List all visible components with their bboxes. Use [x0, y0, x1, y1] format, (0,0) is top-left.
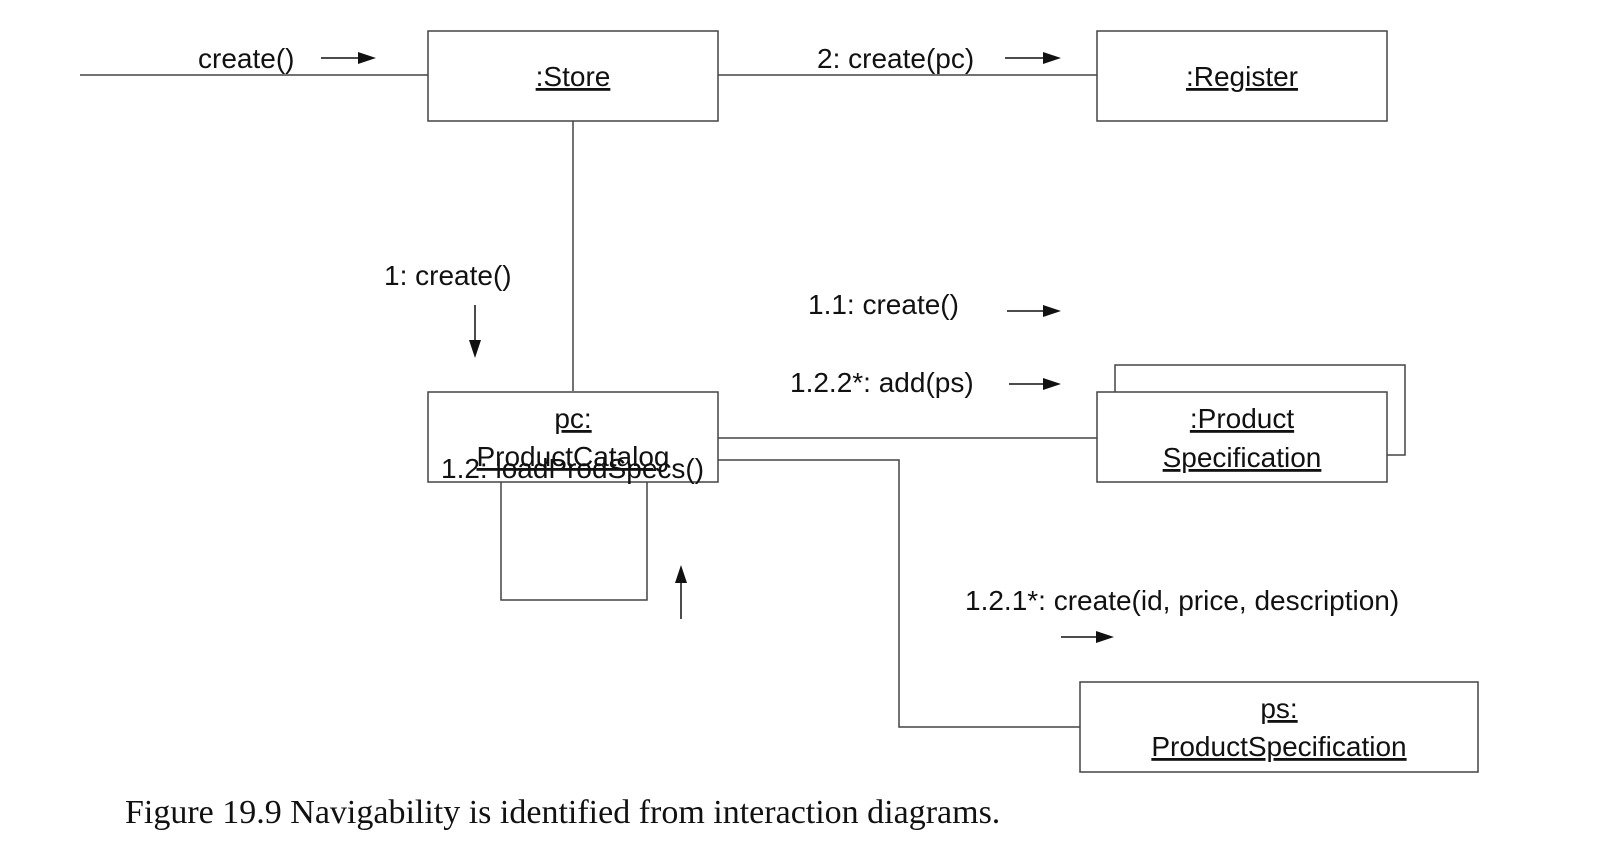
arrow-create-register	[1005, 52, 1061, 64]
self-link-loop	[500, 482, 648, 601]
arrow-add-ps	[1009, 378, 1061, 390]
message-create-entry: create()	[198, 43, 294, 74]
ps-object-label-line1: ps:	[1260, 693, 1297, 724]
message-create-catalog: 1: create()	[384, 260, 512, 291]
spec-collection-label-line1: :Product	[1190, 403, 1294, 434]
catalog-object-label-line1: pc:	[554, 403, 591, 434]
catalog-object-label-line2: ProductCatalog	[476, 441, 669, 472]
arrow-create-ps	[1061, 631, 1114, 643]
store-object-label: :Store	[536, 61, 611, 92]
arrow-load-specs	[675, 565, 687, 619]
spec-collection-label-line2: Specification	[1163, 442, 1322, 473]
message-create-spec-collection: 1.1: create()	[808, 289, 959, 320]
register-object-box	[1096, 30, 1388, 122]
message-add-ps: 1.2.2*: add(ps)	[790, 367, 974, 398]
arrow-create-spec-collection	[1007, 305, 1061, 317]
arrow-create-entry	[321, 52, 376, 64]
ps-object-label-line2: ProductSpecification	[1151, 731, 1406, 762]
message-create-register: 2: create(pc)	[817, 43, 974, 74]
figure-caption: Figure 19.9 Navigability is identified f…	[125, 794, 1000, 831]
ps-object-box	[1079, 681, 1479, 773]
catalog-object-box	[427, 391, 719, 483]
message-load-specs: 1.2: loadProdSpecs()	[441, 453, 704, 484]
catalog-ps-link	[718, 459, 1080, 728]
store-object-box	[427, 30, 719, 122]
message-create-ps: 1.2.1*: create(id, price, description)	[965, 585, 1399, 616]
arrow-create-catalog	[469, 305, 481, 358]
register-object-label: :Register	[1186, 61, 1298, 92]
spec-collection-object-box	[1096, 391, 1388, 483]
